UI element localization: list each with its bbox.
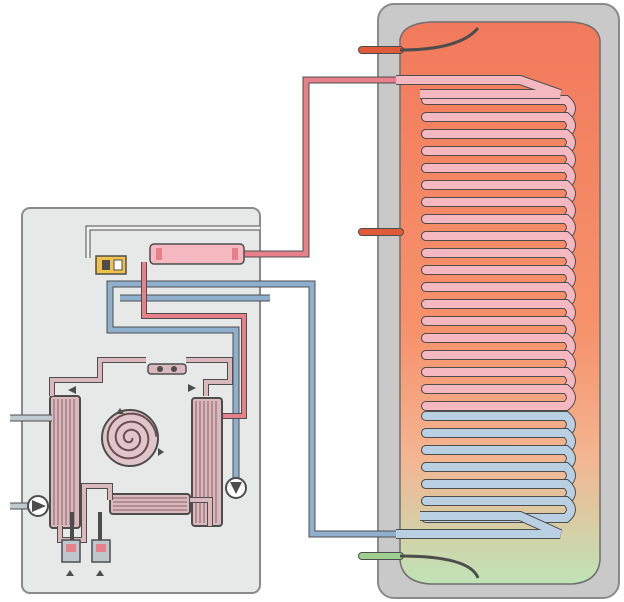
electric-heater-element [149, 243, 245, 265]
refrigerant-hot-line [141, 262, 247, 419]
flow-arrows [66, 384, 196, 576]
condenser-coil-hot [421, 95, 576, 411]
hot-feed-into-coil [396, 75, 562, 99]
heat-exchanger-left [49, 395, 81, 529]
circulation-pump-right [225, 477, 247, 499]
hx-body [109, 493, 191, 515]
cold-return-pipe [106, 280, 400, 538]
fitting-left [61, 539, 81, 563]
expansion-valve [147, 363, 187, 375]
tank-cold-inlet-pipe [358, 552, 480, 579]
control-valve [95, 255, 127, 275]
compressor [101, 409, 159, 467]
hot-supply-pipe [244, 76, 400, 258]
circulation-pump-left [27, 495, 49, 517]
heat-exchanger-bottom [109, 493, 191, 515]
cold-coil-return-link [396, 511, 563, 539]
fitting-right [91, 539, 111, 563]
tank-top-outlet-pipe [358, 27, 480, 54]
heat-exchanger-coil-cold [421, 411, 576, 523]
refrigerant-loop [49, 357, 233, 548]
